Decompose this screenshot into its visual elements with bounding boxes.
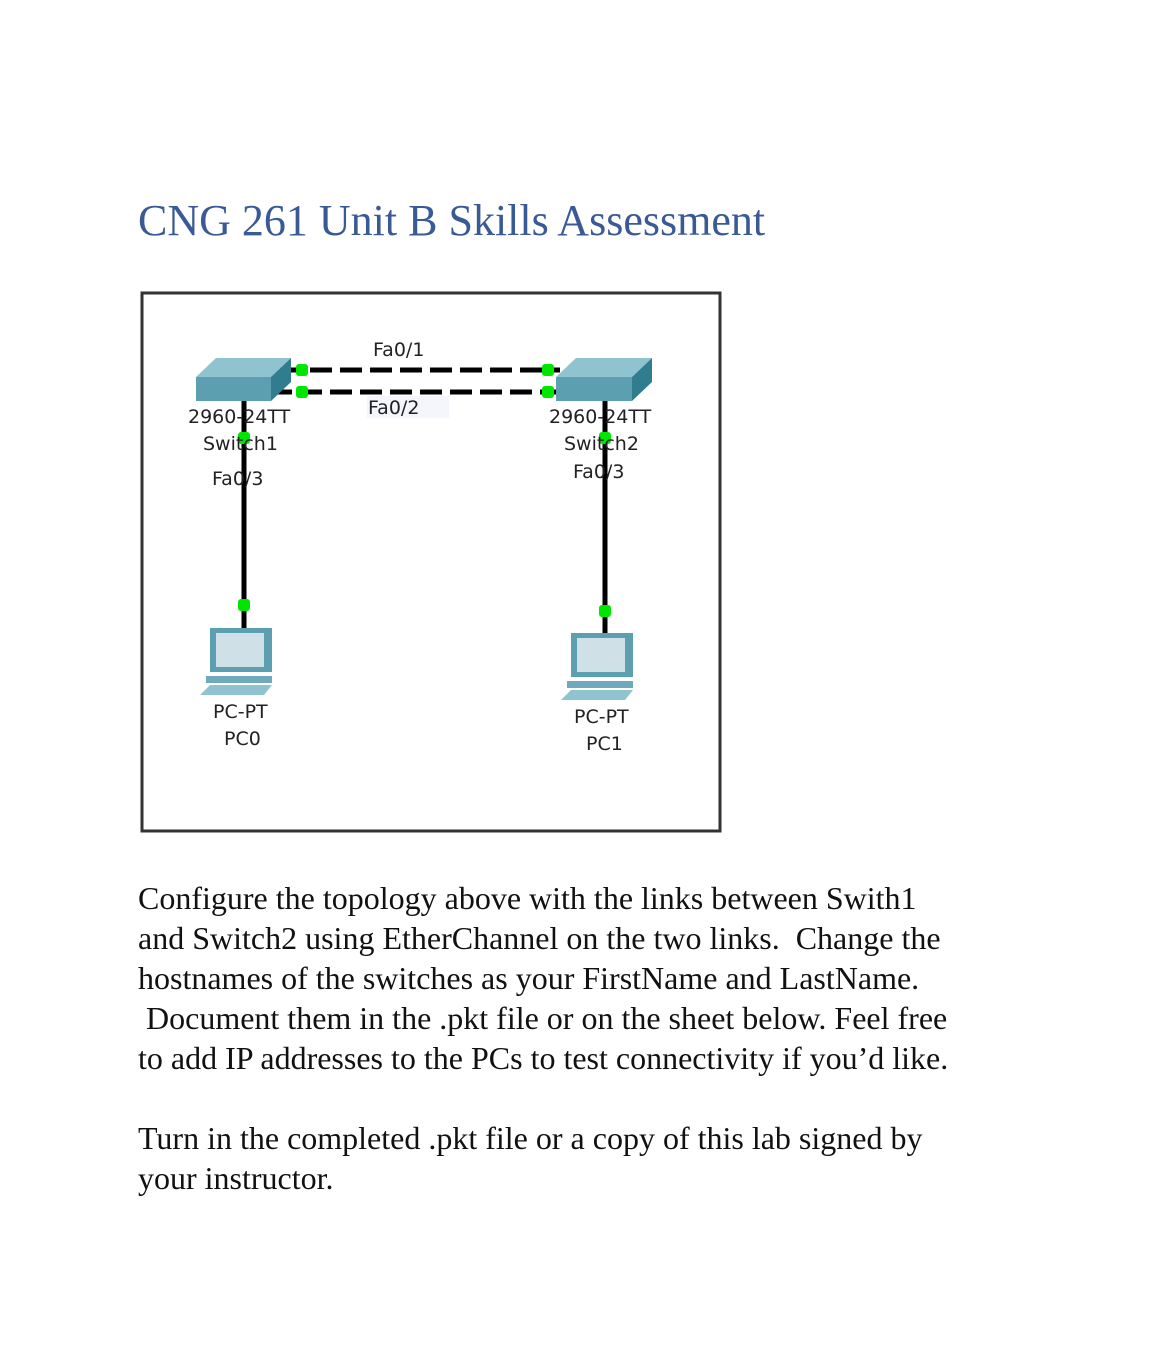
paragraph-gap	[138, 1078, 948, 1118]
switch1-name: Switch1	[203, 433, 278, 455]
pc1-model: PC-PT	[574, 706, 629, 728]
pc0-model: PC-PT	[213, 701, 268, 723]
label-bg	[367, 396, 449, 418]
instruction-line: Configure the topology above with the li…	[138, 880, 917, 916]
submission-line: Turn in the completed .pkt file or a cop…	[138, 1120, 923, 1156]
page-title: CNG 261 Unit B Skills Assessment	[138, 196, 766, 245]
switch2-name: Switch2	[564, 433, 639, 455]
submission-line: your instructor.	[138, 1160, 334, 1196]
switch1-port: Fa0/3	[212, 468, 263, 490]
link-label-fa0-2: Fa0/2	[368, 397, 419, 419]
instruction-line: and Switch2 using EtherChannel on the tw…	[138, 920, 941, 956]
instruction-line: to add IP addresses to the PCs to test c…	[138, 1040, 949, 1076]
link-status-dots	[238, 364, 611, 617]
instructions: Configure the topology above with the li…	[138, 878, 948, 1198]
instruction-line: hostnames of the switches as your FirstN…	[138, 960, 920, 996]
switch1-model: 2960-24TT	[188, 406, 291, 428]
link-label-fa0-1: Fa0/1	[373, 339, 424, 361]
pc0-icon	[200, 628, 272, 695]
switch2-port: Fa0/3	[573, 461, 624, 483]
switch1-icon	[196, 358, 291, 401]
switch2-model: 2960-24TT	[549, 406, 652, 428]
instruction-line: Document them in the .pkt file or on the…	[138, 1000, 948, 1036]
pc0-name: PC0	[224, 728, 261, 750]
pc1-name: PC1	[586, 733, 623, 755]
switch2-icon	[556, 358, 652, 401]
pc1-icon	[561, 633, 633, 700]
